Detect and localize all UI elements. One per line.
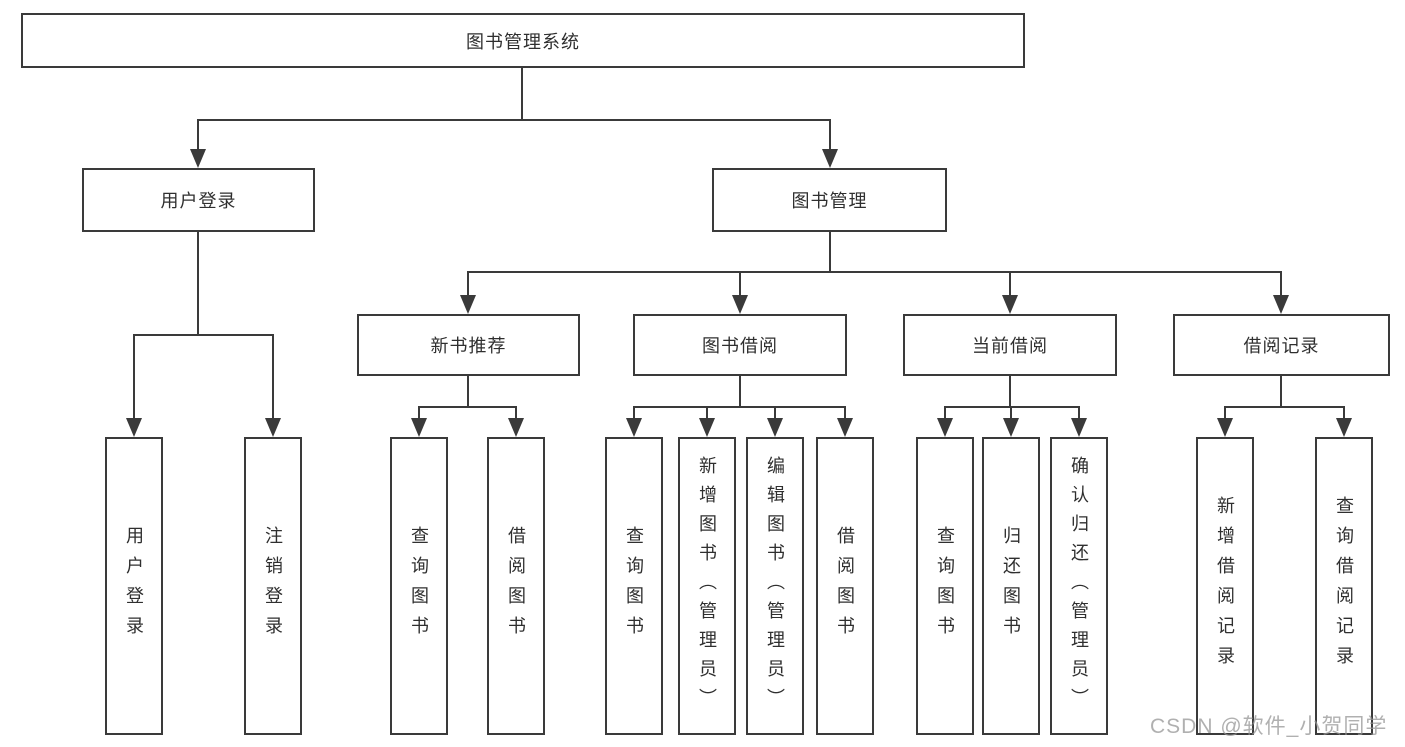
connector-line (197, 119, 199, 150)
node-label: 新书推荐 (430, 336, 507, 356)
connector-line (944, 406, 1080, 408)
arrow-down-icon (265, 418, 281, 437)
arrow-down-icon (126, 418, 142, 437)
node-new-book-recommend: 新书推荐 (357, 314, 580, 376)
node-label: 编辑图书（管理员） (765, 455, 785, 717)
connector-line (1009, 376, 1011, 407)
connector-line (272, 334, 274, 419)
connector-line (467, 271, 1282, 273)
leaf-edit-books-admin: 编辑图书（管理员） (746, 437, 804, 735)
connector-line (1078, 406, 1080, 419)
arrow-down-icon (1217, 418, 1233, 437)
arrow-down-icon (1336, 418, 1352, 437)
leaf-logout: 注销登录 (244, 437, 302, 735)
csdn-watermark: CSDN @软件_小贺同学 (1150, 715, 1388, 738)
connector-line (418, 406, 517, 408)
connector-line (739, 271, 741, 296)
arrow-down-icon (732, 295, 748, 314)
leaf-query-books-3: 查询图书 (916, 437, 974, 735)
node-label: 借阅记录 (1243, 336, 1320, 356)
connector-line (829, 232, 831, 273)
leaf-query-books-1: 查询图书 (390, 437, 448, 735)
arrow-down-icon (508, 418, 524, 437)
node-label: 查询图书 (935, 526, 955, 646)
connector-line (521, 68, 523, 120)
connector-line (844, 406, 846, 419)
node-label: 查询图书 (624, 526, 644, 646)
arrow-down-icon (699, 418, 715, 437)
arrow-down-icon (937, 418, 953, 437)
arrow-down-icon (190, 149, 206, 168)
node-label: 查询借阅记录 (1334, 496, 1354, 676)
node-label: 当前借阅 (972, 336, 1048, 356)
connector-line (1224, 406, 1226, 419)
arrow-down-icon (1003, 418, 1019, 437)
arrow-down-icon (837, 418, 853, 437)
node-label: 借阅图书 (506, 526, 526, 646)
connector-line (418, 406, 420, 419)
leaf-add-books-admin: 新增图书（管理员） (678, 437, 736, 735)
node-current-borrow: 当前借阅 (903, 314, 1117, 376)
arrow-down-icon (767, 418, 783, 437)
connector-line (739, 376, 741, 407)
connector-line (1280, 271, 1282, 296)
connector-line (1009, 271, 1011, 296)
arrow-down-icon (1002, 295, 1018, 314)
leaf-query-books-2: 查询图书 (605, 437, 663, 735)
connector-line (1280, 376, 1282, 407)
leaf-borrow-books-1: 借阅图书 (487, 437, 545, 735)
connector-line (774, 406, 776, 419)
arrow-down-icon (626, 418, 642, 437)
leaf-confirm-return-admin: 确认归还（管理员） (1050, 437, 1108, 735)
node-book-borrow: 图书借阅 (633, 314, 847, 376)
node-label: 确认归还（管理员） (1069, 455, 1089, 717)
node-label: 查询图书 (409, 526, 429, 646)
node-label: 图书管理系统 (466, 31, 580, 52)
arrow-down-icon (822, 149, 838, 168)
connector-line (467, 271, 469, 296)
node-label: 归还图书 (1001, 526, 1021, 646)
node-label: 注销登录 (263, 526, 283, 646)
connector-line (706, 406, 708, 419)
node-label: 新增图书（管理员） (697, 455, 717, 717)
connector-line (133, 334, 135, 419)
connector-line (944, 406, 946, 419)
connector-line (633, 406, 635, 419)
node-label: 用户登录 (160, 191, 237, 211)
connector-line (467, 376, 469, 407)
connector-line (1010, 406, 1012, 419)
leaf-borrow-books-2: 借阅图书 (816, 437, 874, 735)
node-label: 新增借阅记录 (1215, 496, 1235, 676)
connector-line (133, 334, 274, 336)
node-label: 用户登录 (124, 526, 144, 646)
arrow-down-icon (460, 295, 476, 314)
leaf-user-login: 用户登录 (105, 437, 163, 735)
connector-line (197, 119, 831, 121)
leaf-query-borrow-record: 查询借阅记录 (1315, 437, 1373, 735)
node-label: 图书管理 (791, 191, 868, 211)
arrow-down-icon (411, 418, 427, 437)
node-borrow-records: 借阅记录 (1173, 314, 1390, 376)
node-label: 图书借阅 (702, 336, 778, 356)
leaf-return-books: 归还图书 (982, 437, 1040, 735)
leaf-add-borrow-record: 新增借阅记录 (1196, 437, 1254, 735)
arrow-down-icon (1071, 418, 1087, 437)
connector-line (1224, 406, 1345, 408)
node-library-system: 图书管理系统 (21, 13, 1025, 68)
connector-line (1343, 406, 1345, 419)
connector-line (829, 119, 831, 150)
connector-line (515, 406, 517, 419)
arrow-down-icon (1273, 295, 1289, 314)
node-user-login: 用户登录 (82, 168, 315, 232)
node-label: 借阅图书 (835, 526, 855, 646)
connector-line (197, 232, 199, 335)
node-book-management: 图书管理 (712, 168, 947, 232)
connector-line (633, 406, 846, 408)
